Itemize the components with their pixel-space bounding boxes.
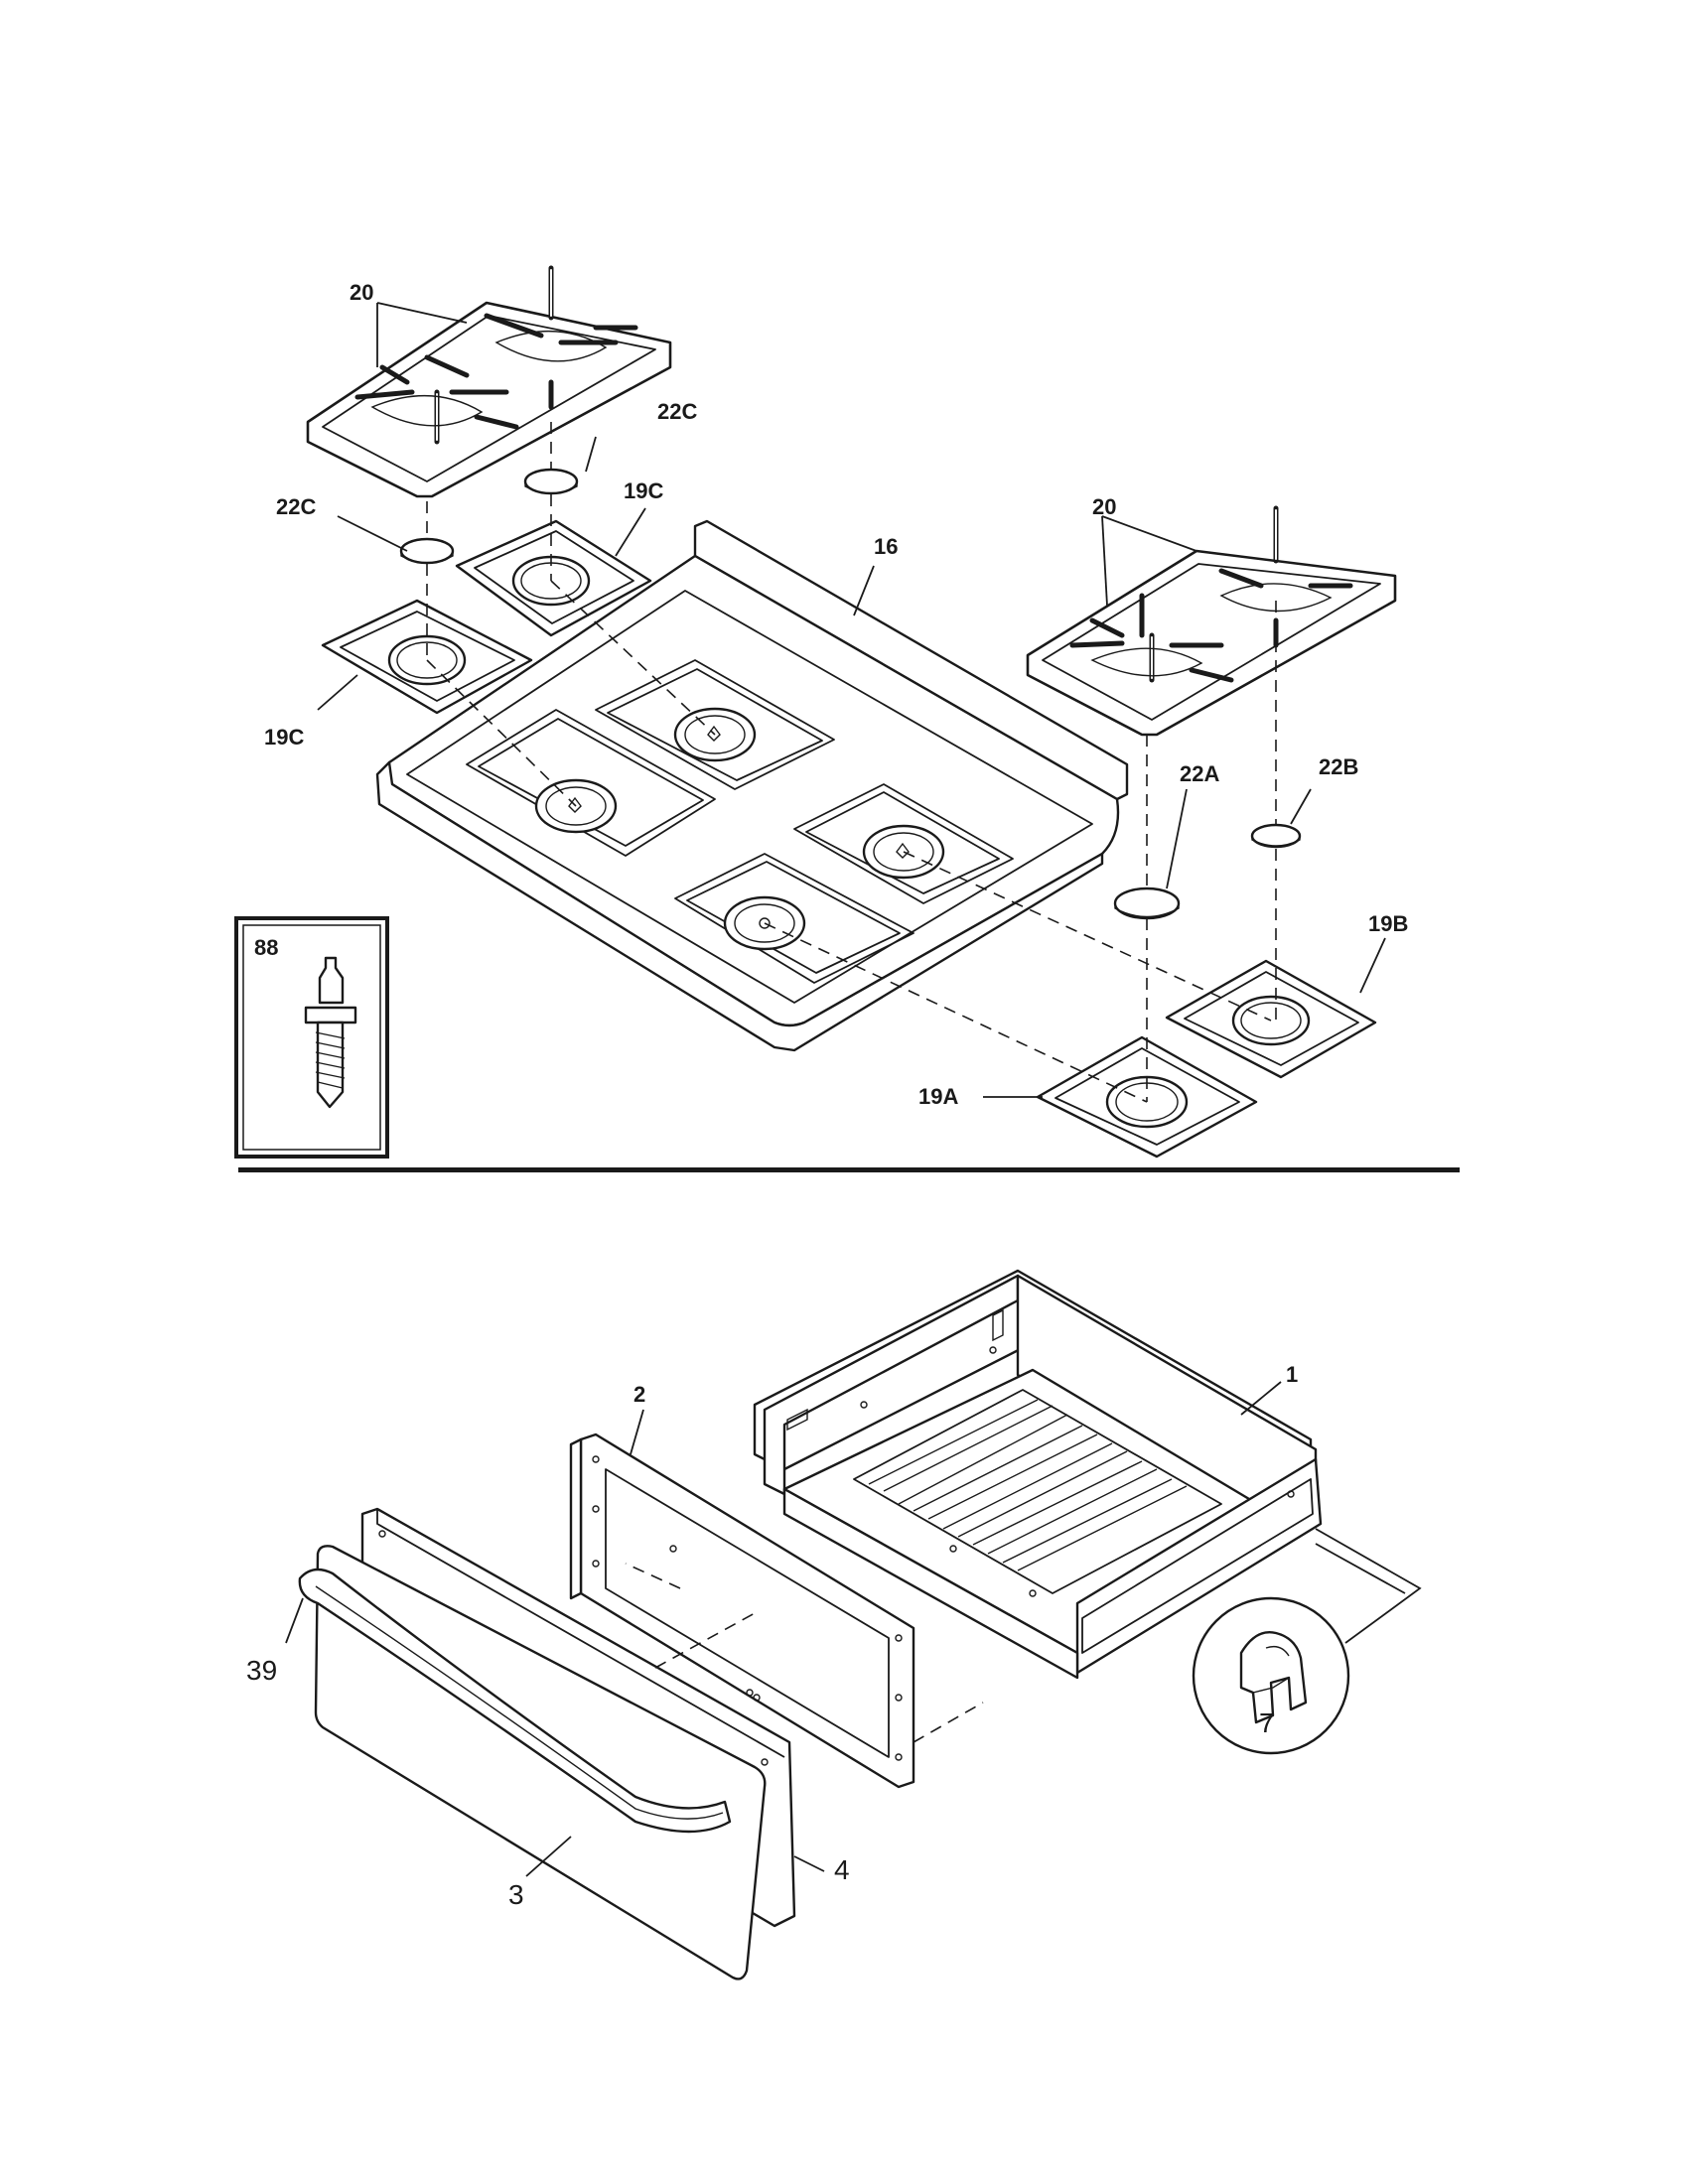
burner-grate-right	[1026, 505, 1397, 737]
alignment-lines-top	[426, 422, 1277, 1103]
label-cap-22a: 22A	[1180, 761, 1219, 786]
burner-cap-22b	[1250, 823, 1302, 849]
label-drawer-front-panel: 3	[508, 1879, 524, 1910]
label-pan-19b: 19B	[1368, 911, 1408, 936]
label-drawer-frame: 2	[633, 1382, 645, 1407]
label-cap-22b: 22B	[1319, 754, 1358, 779]
label-drawer-handle: 39	[246, 1655, 277, 1686]
screw-inset-box	[234, 916, 389, 1159]
label-grate-left: 20	[350, 280, 373, 305]
label-grate-right: 20	[1092, 494, 1116, 519]
drawer-body	[753, 1269, 1323, 1680]
label-cooktop: 16	[874, 534, 898, 559]
leader-lines-bottom	[285, 1381, 1422, 1877]
label-cap-22c-upper: 22C	[657, 399, 697, 424]
section-divider	[238, 1167, 1460, 1172]
burner-pan-19b	[1165, 959, 1377, 1079]
drawer-clip-inset	[1192, 1596, 1350, 1755]
label-cap-22c-lower: 22C	[276, 494, 316, 519]
drawer-handle	[298, 1568, 732, 1834]
label-drawer-clip: 7	[1259, 1707, 1275, 1738]
alignment-lines-bottom	[625, 1563, 984, 1743]
label-pan-19c-lower: 19C	[264, 725, 304, 750]
label-pan-19a: 19A	[918, 1084, 958, 1109]
label-pan-19c-upper: 19C	[624, 478, 663, 503]
burner-cap-22c-upper	[523, 468, 579, 495]
label-drawer-body: 1	[1286, 1362, 1298, 1387]
leader-lines-top	[317, 302, 1386, 1098]
mounting-screw-icon	[304, 956, 357, 1109]
label-screw-inset: 88	[254, 935, 278, 960]
label-drawer-back-panel: 4	[834, 1854, 850, 1885]
burner-cap-22c-lower	[399, 537, 455, 565]
drawer-frame	[569, 1433, 915, 1789]
burner-cap-22a	[1113, 887, 1181, 920]
cooktop-main-top	[375, 519, 1129, 1052]
clip-icon	[1239, 1631, 1308, 1724]
